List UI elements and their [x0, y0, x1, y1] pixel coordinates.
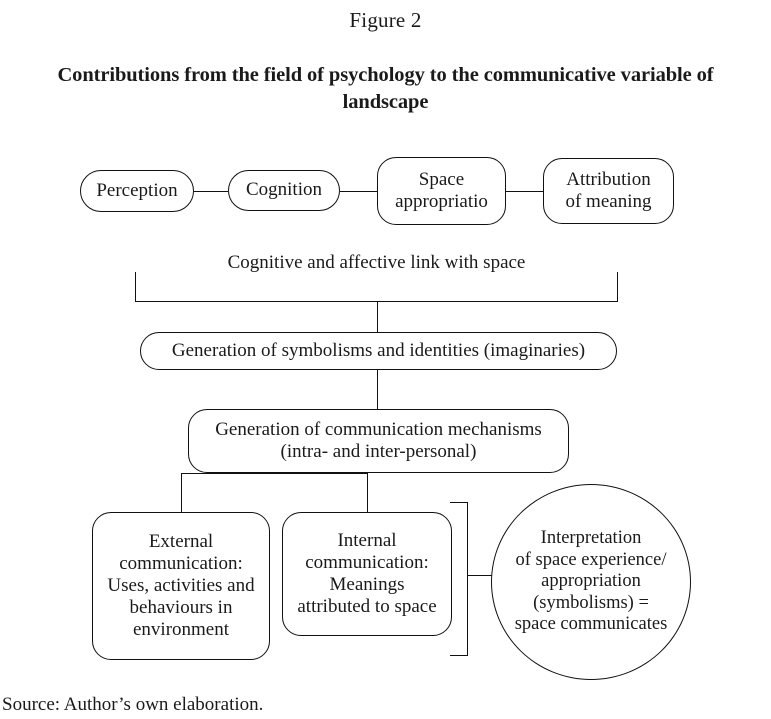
node-generation-of-symbolisms-label: Generation of symbolisms and identities …	[171, 339, 586, 361]
node-space-appropriation-label: Space appropriatio	[395, 168, 488, 212]
figure-title: Contributions from the field of psycholo…	[57, 64, 714, 114]
node-internal-communication[interactable]: Internal communication: Meanings attribu…	[282, 512, 452, 636]
figure-label: Figure 2	[349, 8, 422, 32]
node-external-communication[interactable]: External communication: Uses, activities…	[92, 512, 270, 660]
connector-cognition-space	[340, 190, 377, 192]
bracket-right-arm	[617, 272, 619, 302]
node-cognition-label: Cognition	[245, 179, 322, 201]
node-generation-of-symbolisms[interactable]: Generation of symbolisms and identities …	[140, 332, 617, 370]
connector-space-attribution	[506, 190, 543, 192]
outcome-bracket-bottom-arm	[450, 655, 468, 657]
node-interpretation-of-space[interactable]: Interpretation of space experience/ appr…	[491, 484, 691, 680]
connector-mechanisms-to-external	[181, 473, 183, 512]
node-attribution-of-meaning[interactable]: Attribution of meaning	[543, 158, 674, 224]
connector-mechanisms-split	[181, 473, 368, 475]
connector-bracket-to-symbolisms	[377, 301, 379, 333]
connector-perception-cognition	[194, 190, 228, 192]
node-space-appropriation[interactable]: Space appropriatio	[377, 157, 506, 225]
bracket-caption: Cognitive and affective link with space	[227, 252, 526, 273]
outcome-bracket-spine	[467, 502, 469, 656]
node-cognition[interactable]: Cognition	[228, 170, 340, 211]
source-note: Source: Author’s own elaboration.	[2, 694, 264, 716]
node-perception[interactable]: Perception	[80, 170, 194, 212]
node-attribution-of-meaning-label: Attribution of meaning	[565, 168, 652, 212]
outcome-bracket-stub	[467, 575, 493, 577]
connector-mechanisms-to-internal	[367, 473, 369, 512]
node-perception-label: Perception	[96, 179, 178, 201]
bracket-left-arm	[135, 272, 137, 302]
node-generation-of-communication-mechanisms[interactable]: Generation of communication mechanisms (…	[188, 409, 569, 473]
node-external-communication-label: External communication: Uses, activities…	[107, 530, 255, 641]
outcome-bracket-top-arm	[450, 502, 468, 504]
bracket-horizontal	[135, 301, 618, 303]
node-internal-communication-label: Internal communication: Meanings attribu…	[297, 529, 437, 618]
node-interpretation-of-space-label: Interpretation of space experience/ appr…	[514, 528, 668, 635]
connector-symbolisms-to-mechanisms	[377, 369, 379, 410]
node-generation-of-communication-mechanisms-label: Generation of communication mechanisms (…	[215, 418, 542, 462]
